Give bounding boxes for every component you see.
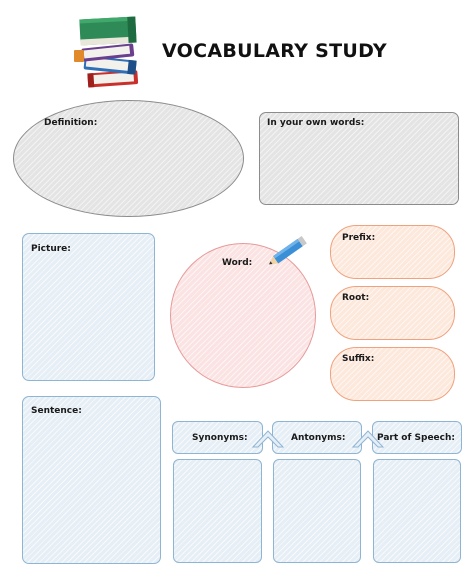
antonyms-header (272, 421, 362, 454)
suffix-label: Suffix: (342, 354, 375, 364)
prefix-label: Prefix: (342, 233, 376, 243)
own-words-box[interactable] (259, 112, 459, 205)
synonyms-header (172, 421, 263, 454)
root-label: Root: (342, 293, 370, 303)
books-stack-icon (74, 16, 139, 88)
chevron-connector-icon (251, 430, 285, 448)
pencil-icon (269, 236, 307, 265)
antonyms-box[interactable] (273, 459, 361, 563)
part-of-speech-label: Part of Speech: (377, 433, 456, 443)
antonyms-label: Antonyms: (291, 433, 346, 443)
synonyms-label: Synonyms: (192, 433, 248, 443)
own-words-label: In your own words: (267, 118, 365, 128)
sentence-label: Sentence: (31, 406, 82, 416)
definition-box[interactable] (13, 100, 244, 217)
chevron-connector-icon (351, 430, 385, 448)
page-title: VOCABULARY STUDY (162, 40, 387, 62)
synonyms-box[interactable] (173, 459, 262, 563)
word-circle[interactable] (170, 243, 316, 388)
suffix-box[interactable] (330, 347, 455, 401)
definition-label: Definition: (44, 118, 98, 128)
picture-label: Picture: (31, 244, 71, 254)
sentence-box[interactable] (22, 396, 161, 564)
root-box[interactable] (330, 286, 455, 340)
part-of-speech-box[interactable] (373, 459, 461, 563)
word-label: Word: (222, 258, 253, 268)
picture-box[interactable] (22, 233, 155, 381)
prefix-box[interactable] (330, 225, 455, 279)
part-of-speech-header (372, 421, 462, 454)
